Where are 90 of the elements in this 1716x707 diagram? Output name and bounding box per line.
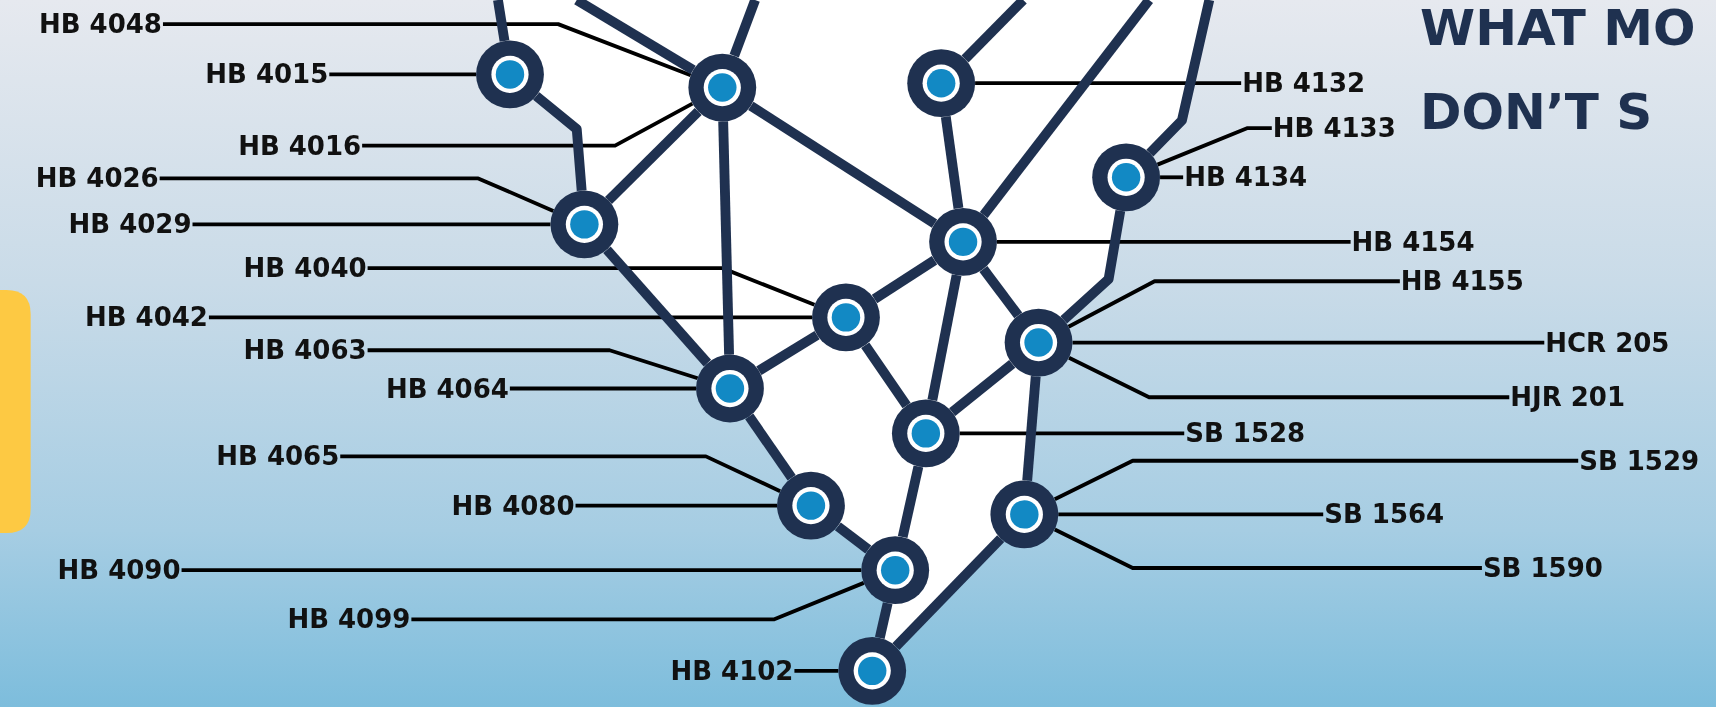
bill-label: HB 4048 (38, 11, 162, 38)
leader-line (367, 348, 699, 381)
network-line (979, 266, 1023, 319)
network-line (493, 0, 510, 42)
leader-line (1160, 175, 1184, 180)
leader-line (975, 81, 1242, 86)
leader-line (340, 454, 781, 493)
junction-dot (891, 399, 960, 468)
network-line (874, 602, 893, 639)
leader-line (959, 431, 1185, 436)
network-line (871, 256, 938, 304)
leader-line (362, 101, 694, 148)
network-line (718, 121, 734, 355)
network-line (949, 360, 1016, 416)
bill-label: HJR 201 (1510, 384, 1626, 411)
leader-line (411, 581, 865, 622)
junction-dot (696, 354, 764, 423)
bill-label: HB 4029 (68, 211, 192, 238)
leader-line (367, 266, 816, 307)
network-line (1022, 375, 1041, 481)
leader-line (1053, 527, 1482, 570)
leader-line (1067, 279, 1400, 329)
bill-label: SB 1529 (1579, 447, 1700, 474)
bill-label: HB 4026 (35, 165, 159, 192)
network-line (756, 330, 820, 375)
network-line (961, 0, 1027, 63)
network-line (897, 465, 924, 539)
leader-line (575, 503, 777, 508)
network-line (940, 116, 964, 209)
junction-dot (929, 207, 997, 276)
bill-label: HB 4154 (1351, 228, 1475, 255)
bill-label: HB 4080 (451, 492, 575, 519)
junction-dot (812, 283, 880, 352)
bill-label: HB 4134 (1184, 164, 1308, 191)
leader-line (208, 315, 813, 320)
bill-label: SB 1528 (1185, 420, 1306, 447)
leader-line (181, 568, 862, 573)
network-line (745, 413, 796, 481)
junction-dot (861, 536, 930, 605)
title-heading: WHAT MO DON’T S (1420, 0, 1697, 143)
junction-dot (688, 53, 757, 122)
bill-label: HB 4102 (670, 657, 794, 684)
bill-label: HB 4040 (243, 255, 367, 282)
network-line (1060, 209, 1126, 324)
junction-dot (777, 471, 845, 540)
junction-dot (1092, 143, 1161, 212)
network-line (533, 92, 587, 191)
leader-line (1156, 126, 1272, 167)
leader-line (509, 386, 697, 391)
network-line (1146, 0, 1215, 157)
bill-label: HB 4155 (1400, 268, 1524, 295)
leader-line (159, 176, 555, 213)
bill-label: HB 4132 (1242, 70, 1366, 97)
leader-line (794, 668, 839, 673)
network-line (603, 246, 712, 367)
leader-line (162, 22, 692, 78)
network-line (748, 101, 938, 228)
bill-label: SB 1590 (1482, 555, 1603, 581)
network-line (979, 0, 1153, 218)
leader-line (1068, 355, 1510, 400)
junction-dot (550, 190, 619, 259)
junction-dot (838, 636, 907, 705)
leader-line (1058, 512, 1324, 517)
bill-label: SB 1564 (1324, 501, 1445, 528)
leader-line (192, 222, 551, 227)
bill-label: HB 4063 (243, 337, 367, 364)
bill-label: HB 4015 (205, 61, 329, 88)
bill-label: HB 4064 (385, 375, 509, 402)
bill-label: HB 4090 (57, 557, 181, 584)
junction-dot (907, 49, 976, 118)
bill-label: HB 4099 (287, 606, 411, 633)
network-line (574, 0, 696, 75)
network-line (892, 535, 1005, 650)
network-line (605, 107, 702, 204)
network-line (729, 0, 760, 58)
bill-label: HCR 205 (1545, 329, 1670, 356)
leader-line (1072, 340, 1545, 345)
leader-line (997, 239, 1351, 244)
bill-label: HB 4065 (216, 443, 340, 470)
leader-line (329, 72, 477, 77)
leader-line (1053, 458, 1579, 501)
bill-label: HB 4133 (1272, 115, 1396, 142)
network-line (861, 342, 911, 409)
network-line (834, 522, 872, 554)
bill-label: HB 4016 (238, 132, 362, 159)
junction-dot (1004, 308, 1073, 377)
junction-dot (990, 480, 1059, 549)
network-line (927, 274, 962, 402)
bill-label: HB 4042 (84, 304, 208, 331)
junction-dot (476, 40, 544, 109)
